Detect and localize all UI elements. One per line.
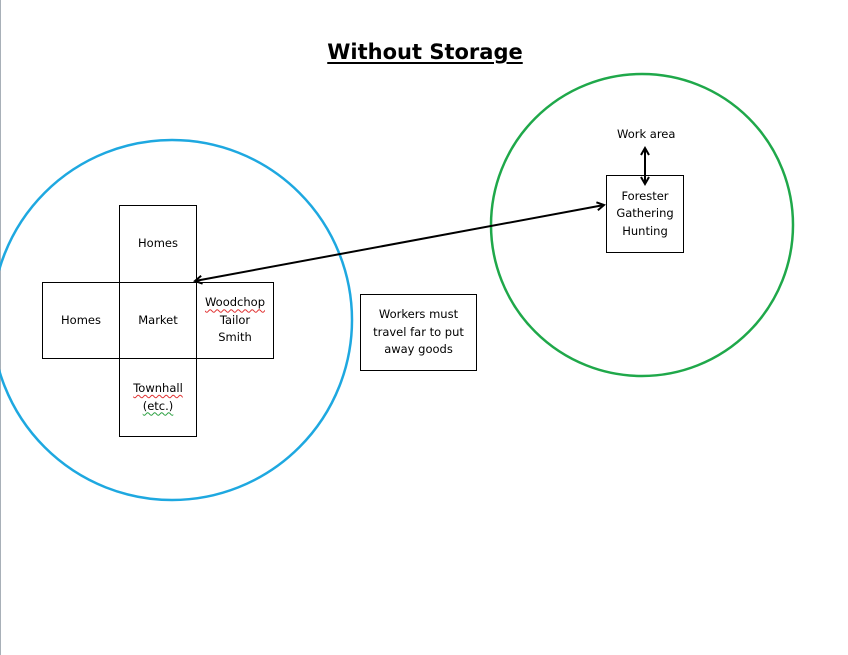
- town-area-circle: [0, 138, 354, 502]
- travel-arrow: [195, 205, 604, 281]
- work-site-box: Forester Gathering Hunting: [606, 175, 684, 253]
- workshop-smith: Smith: [218, 330, 252, 345]
- homes-top-box: Homes: [119, 205, 197, 283]
- market-box: Market: [119, 282, 197, 359]
- job-forester: Forester: [621, 188, 669, 203]
- townhall-etc-label: (etc.): [142, 398, 174, 413]
- homes-top-label: Homes: [138, 236, 178, 251]
- work-area-label: Work area: [617, 127, 676, 141]
- note-box: Workers must travel far to put away good…: [360, 294, 477, 371]
- job-hunting: Hunting: [622, 223, 668, 238]
- job-gathering: Gathering: [616, 206, 674, 221]
- workshops-box: Woodchop Tailor Smith: [196, 282, 274, 359]
- note-line-2: travel far to put: [373, 324, 464, 339]
- homes-left-label: Homes: [61, 312, 101, 327]
- homes-left-box: Homes: [42, 282, 120, 359]
- townhall-label: Townhall: [133, 381, 183, 395]
- note-line-1: Workers must: [378, 307, 459, 322]
- workshop-tailor: Tailor: [219, 312, 251, 327]
- workshop-woodchop: Woodchop: [204, 295, 265, 310]
- market-label: Market: [138, 312, 178, 327]
- note-line-3: away goods: [384, 342, 453, 357]
- townhall-box: Townhall (etc.): [119, 358, 197, 437]
- page-title: Without Storage: [327, 40, 523, 64]
- page-left-edge: [0, 0, 1, 655]
